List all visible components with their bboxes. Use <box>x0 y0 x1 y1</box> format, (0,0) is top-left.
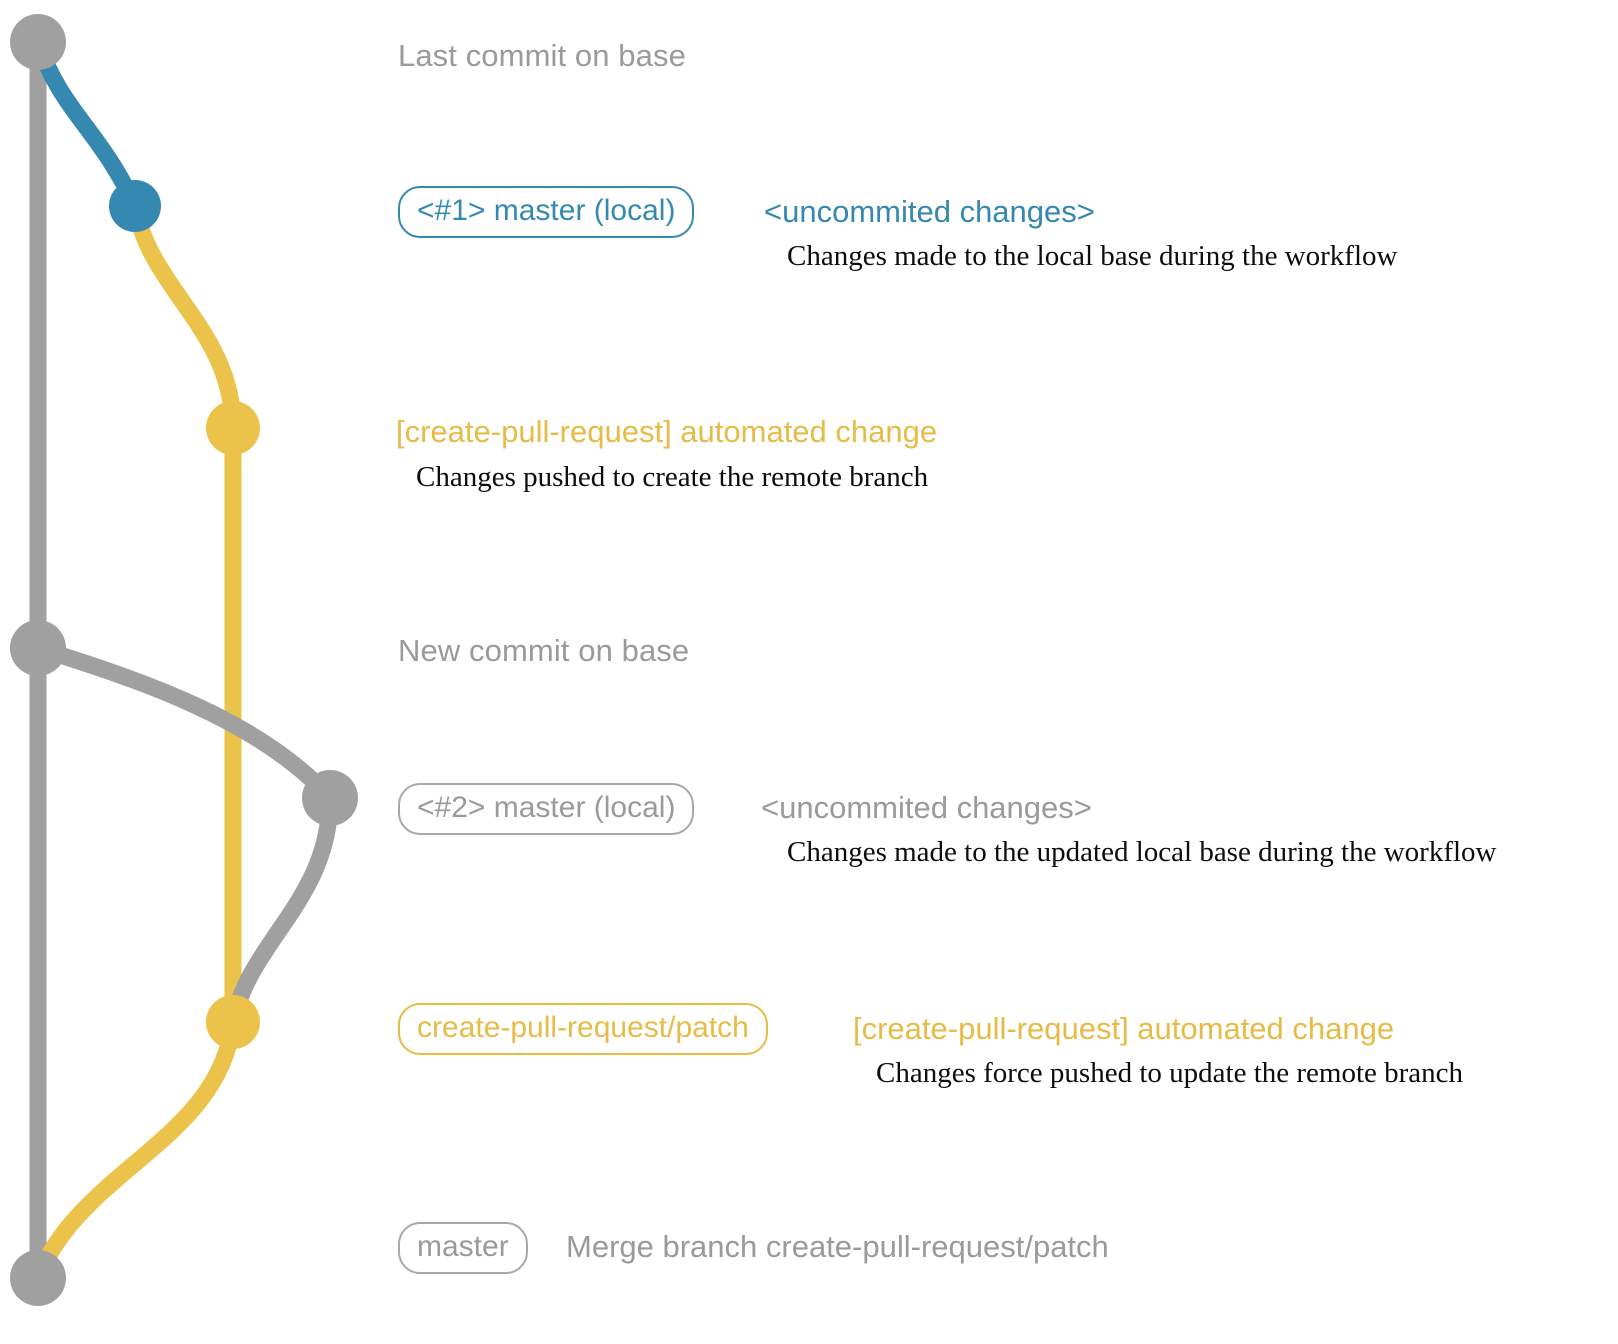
patch-2-to-merge-edge <box>29 1013 242 1287</box>
commit-subject-patch-commit-2: [create-pull-request] automated change <box>853 1011 1395 1046</box>
commit-subject-merge-commit: Merge branch create-pull-request/patch <box>566 1229 1109 1264</box>
graph-nodes <box>10 14 358 1306</box>
branch-badge-local-master-2[interactable]: <#2> master (local) <box>398 783 695 835</box>
commit-subject-patch-commit-1: [create-pull-request] automated change <box>396 414 938 449</box>
local-master-1-node[interactable] <box>109 180 161 232</box>
new-commit-on-base-node[interactable] <box>10 620 66 676</box>
commit-note-local-master-1: Changes made to the local base during th… <box>787 240 1398 272</box>
base-to-local-2-edge <box>29 639 339 807</box>
branch-badge-patch-commit-2[interactable]: create-pull-request/patch <box>398 1003 768 1055</box>
commit-note-patch-commit-2: Changes force pushed to update the remot… <box>876 1057 1464 1089</box>
local-2-to-patch-2-edge <box>224 789 339 1031</box>
commit-headline-last-commit-on-base: Last commit on base <box>398 38 686 73</box>
local-master-2-node[interactable] <box>302 770 358 826</box>
commit-subject-local-master-1: <uncommited changes> <box>764 194 1095 229</box>
commit-graph <box>10 14 358 1306</box>
commit-note-patch-commit-1: Changes pushed to create the remote bran… <box>416 461 929 493</box>
merge-commit-node[interactable] <box>10 1250 66 1306</box>
branch-badge-merge-commit[interactable]: master <box>398 1222 528 1274</box>
commit-note-local-master-2: Changes made to the updated local base d… <box>787 836 1497 868</box>
last-commit-on-base-node[interactable] <box>10 14 66 70</box>
patch-commit-1-node[interactable] <box>206 401 260 455</box>
branch-badge-local-master-1[interactable]: <#1> master (local) <box>398 186 695 238</box>
patch-commit-2-node[interactable] <box>206 995 260 1049</box>
commit-headline-new-commit-on-base: New commit on base <box>398 633 690 668</box>
local-1-to-patch-1-edge <box>126 197 242 437</box>
commit-subject-local-master-2: <uncommited changes> <box>761 790 1092 825</box>
